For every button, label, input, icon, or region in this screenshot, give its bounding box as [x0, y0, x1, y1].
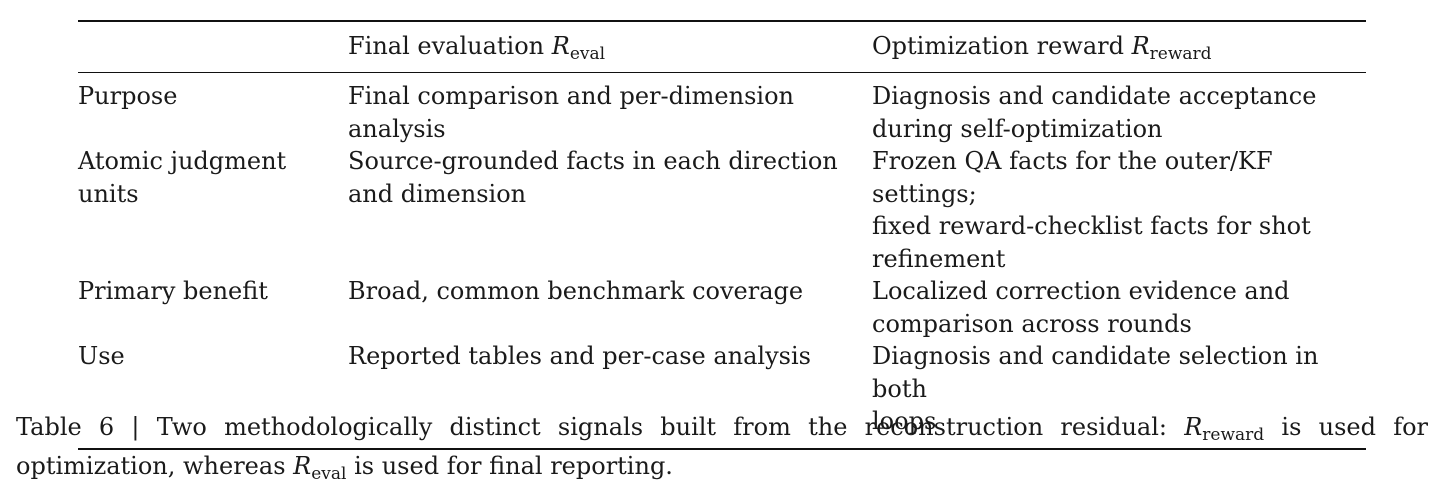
row-label-line: Purpose — [78, 82, 178, 110]
row-reward-line: Diagnosis and candidate acceptance — [872, 82, 1317, 110]
row-eval-line: Broad, common benchmark coverage — [348, 277, 804, 305]
table-row: Atomic judgment units Source-grounded fa… — [78, 145, 1366, 275]
header-final-evaluation-sub: eval — [569, 44, 606, 65]
table-header-row: Final evaluation Reval Optimization rewa… — [78, 22, 1366, 72]
header-final-evaluation-var: R — [551, 32, 570, 61]
caption-var: R — [293, 452, 312, 480]
caption-text: is used for — [1264, 413, 1429, 441]
table-body: Purpose Final comparison and per-dimensi… — [78, 73, 1366, 448]
caption-sub: eval — [311, 464, 347, 484]
row-reward-line: Localized correction evidence and — [872, 277, 1290, 305]
header-optimization-reward-sub: reward — [1149, 44, 1212, 65]
row-label-line: Atomic judgment — [78, 147, 287, 175]
row-reward-line: during self-optimization — [872, 114, 1163, 143]
table-top-rule — [78, 20, 1366, 22]
row-eval-line: Source-grounded facts in each direction — [348, 147, 838, 175]
row-label-cell: Atomic judgment units — [78, 145, 348, 275]
row-reward-line: loops — [872, 407, 937, 435]
row-label-line: Primary benefit — [78, 277, 268, 305]
row-label-line: units — [78, 179, 139, 208]
caption-text: is used for final reporting. — [346, 452, 673, 480]
header-optimization-reward-text: Optimization reward — [872, 32, 1132, 61]
row-eval-cell: Reported tables and per-case analysis — [348, 340, 872, 438]
comparison-table: Final evaluation Reval Optimization rewa… — [78, 20, 1366, 450]
row-reward-cell: Frozen QA facts for the outer/KF setting… — [872, 145, 1366, 275]
row-reward-line: refinement — [872, 244, 1006, 273]
caption-text: optimization, whereas — [16, 452, 294, 480]
row-reward-cell: Localized correction evidence and compar… — [872, 275, 1366, 340]
row-eval-line: Final comparison and per-dimension — [348, 82, 794, 110]
table-bottom-rule — [78, 447, 1366, 450]
table-row: Purpose Final comparison and per-dimensi… — [78, 80, 1366, 145]
row-label-cell: Primary benefit — [78, 275, 348, 340]
row-reward-cell: Diagnosis and candidate selection in bot… — [872, 340, 1366, 438]
caption-line-1: Table 6 | Two methodologically distinct … — [16, 409, 1428, 448]
header-optimization-reward: Optimization reward Rreward — [872, 30, 1366, 66]
caption-var: R — [1184, 413, 1203, 441]
caption-sub: reward — [1202, 425, 1265, 445]
row-eval-line: and dimension — [348, 179, 527, 208]
row-eval-cell: Final comparison and per-dimension analy… — [348, 80, 872, 145]
header-final-evaluation-text: Final evaluation — [348, 32, 552, 61]
caption-text: Table 6 | Two methodologically distinct … — [16, 413, 1185, 441]
row-label-cell: Use — [78, 340, 348, 438]
row-reward-line: comparison across rounds — [872, 309, 1192, 338]
row-eval-line: analysis — [348, 114, 446, 143]
row-label-cell: Purpose — [78, 80, 348, 145]
row-eval-line: Reported tables and per-case analysis — [348, 342, 811, 370]
row-eval-cell: Broad, common benchmark coverage — [348, 275, 872, 340]
table-header-rule — [78, 72, 1366, 73]
row-eval-cell: Source-grounded facts in each direction … — [348, 145, 872, 275]
row-label-line: Use — [78, 342, 125, 370]
table-row: Use Reported tables and per-case analysi… — [78, 340, 1366, 438]
table-row: Primary benefit Broad, common benchmark … — [78, 275, 1366, 340]
row-reward-line: Diagnosis and candidate selection in bot… — [872, 342, 1319, 403]
header-optimization-reward-var: R — [1131, 32, 1150, 61]
caption-line-2: optimization, whereas Reval is used for … — [16, 448, 1428, 487]
row-reward-cell: Diagnosis and candidate acceptance durin… — [872, 80, 1366, 145]
row-reward-line: fixed reward-checklist facts for shot — [872, 212, 1311, 240]
table-caption: Table 6 | Two methodologically distinct … — [16, 409, 1428, 487]
header-final-evaluation: Final evaluation Reval — [348, 30, 872, 66]
row-reward-line: Frozen QA facts for the outer/KF setting… — [872, 147, 1273, 208]
